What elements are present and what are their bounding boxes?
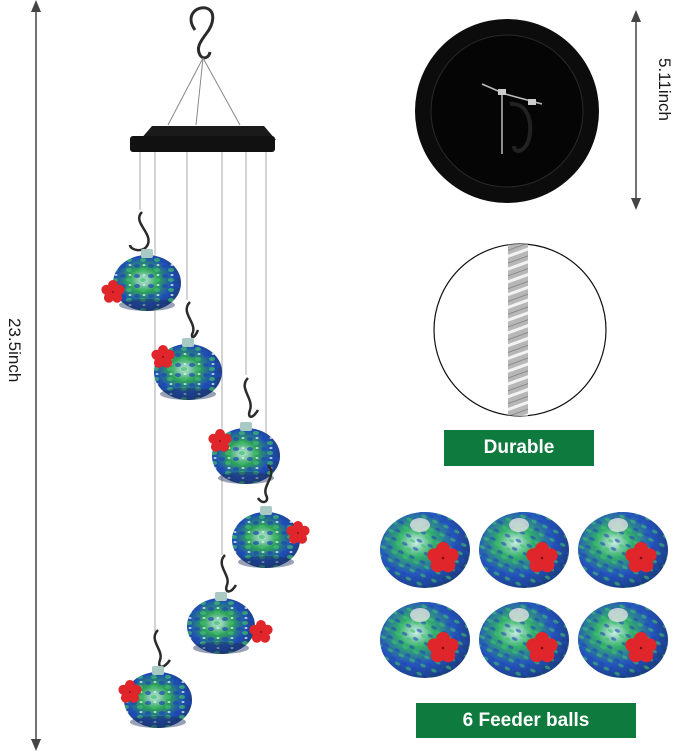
feeder-balls-badge: 6 Feeder balls: [416, 703, 636, 738]
diameter-dimension-label: 5.11inch: [655, 58, 674, 122]
feeder-balls-grid-image: [380, 512, 668, 678]
wind-chime-product-image: [101, 6, 310, 728]
feeder-ball-5: [479, 602, 569, 678]
steel-wire-closeup-image: [433, 243, 607, 417]
feeder-ball-3: [578, 512, 668, 588]
feeder-ball-6: [578, 602, 668, 678]
durable-badge: Durable: [444, 430, 594, 466]
height-dimension-arrow: [31, 0, 41, 751]
feeder-ball-4: [380, 602, 470, 678]
feeder-ball-1: [380, 512, 470, 588]
feeder-ball-2: [479, 512, 569, 588]
diameter-dimension-arrow: [631, 10, 641, 210]
cap-top-view-image: [415, 19, 599, 203]
height-dimension-label: 23.5inch: [5, 318, 24, 383]
